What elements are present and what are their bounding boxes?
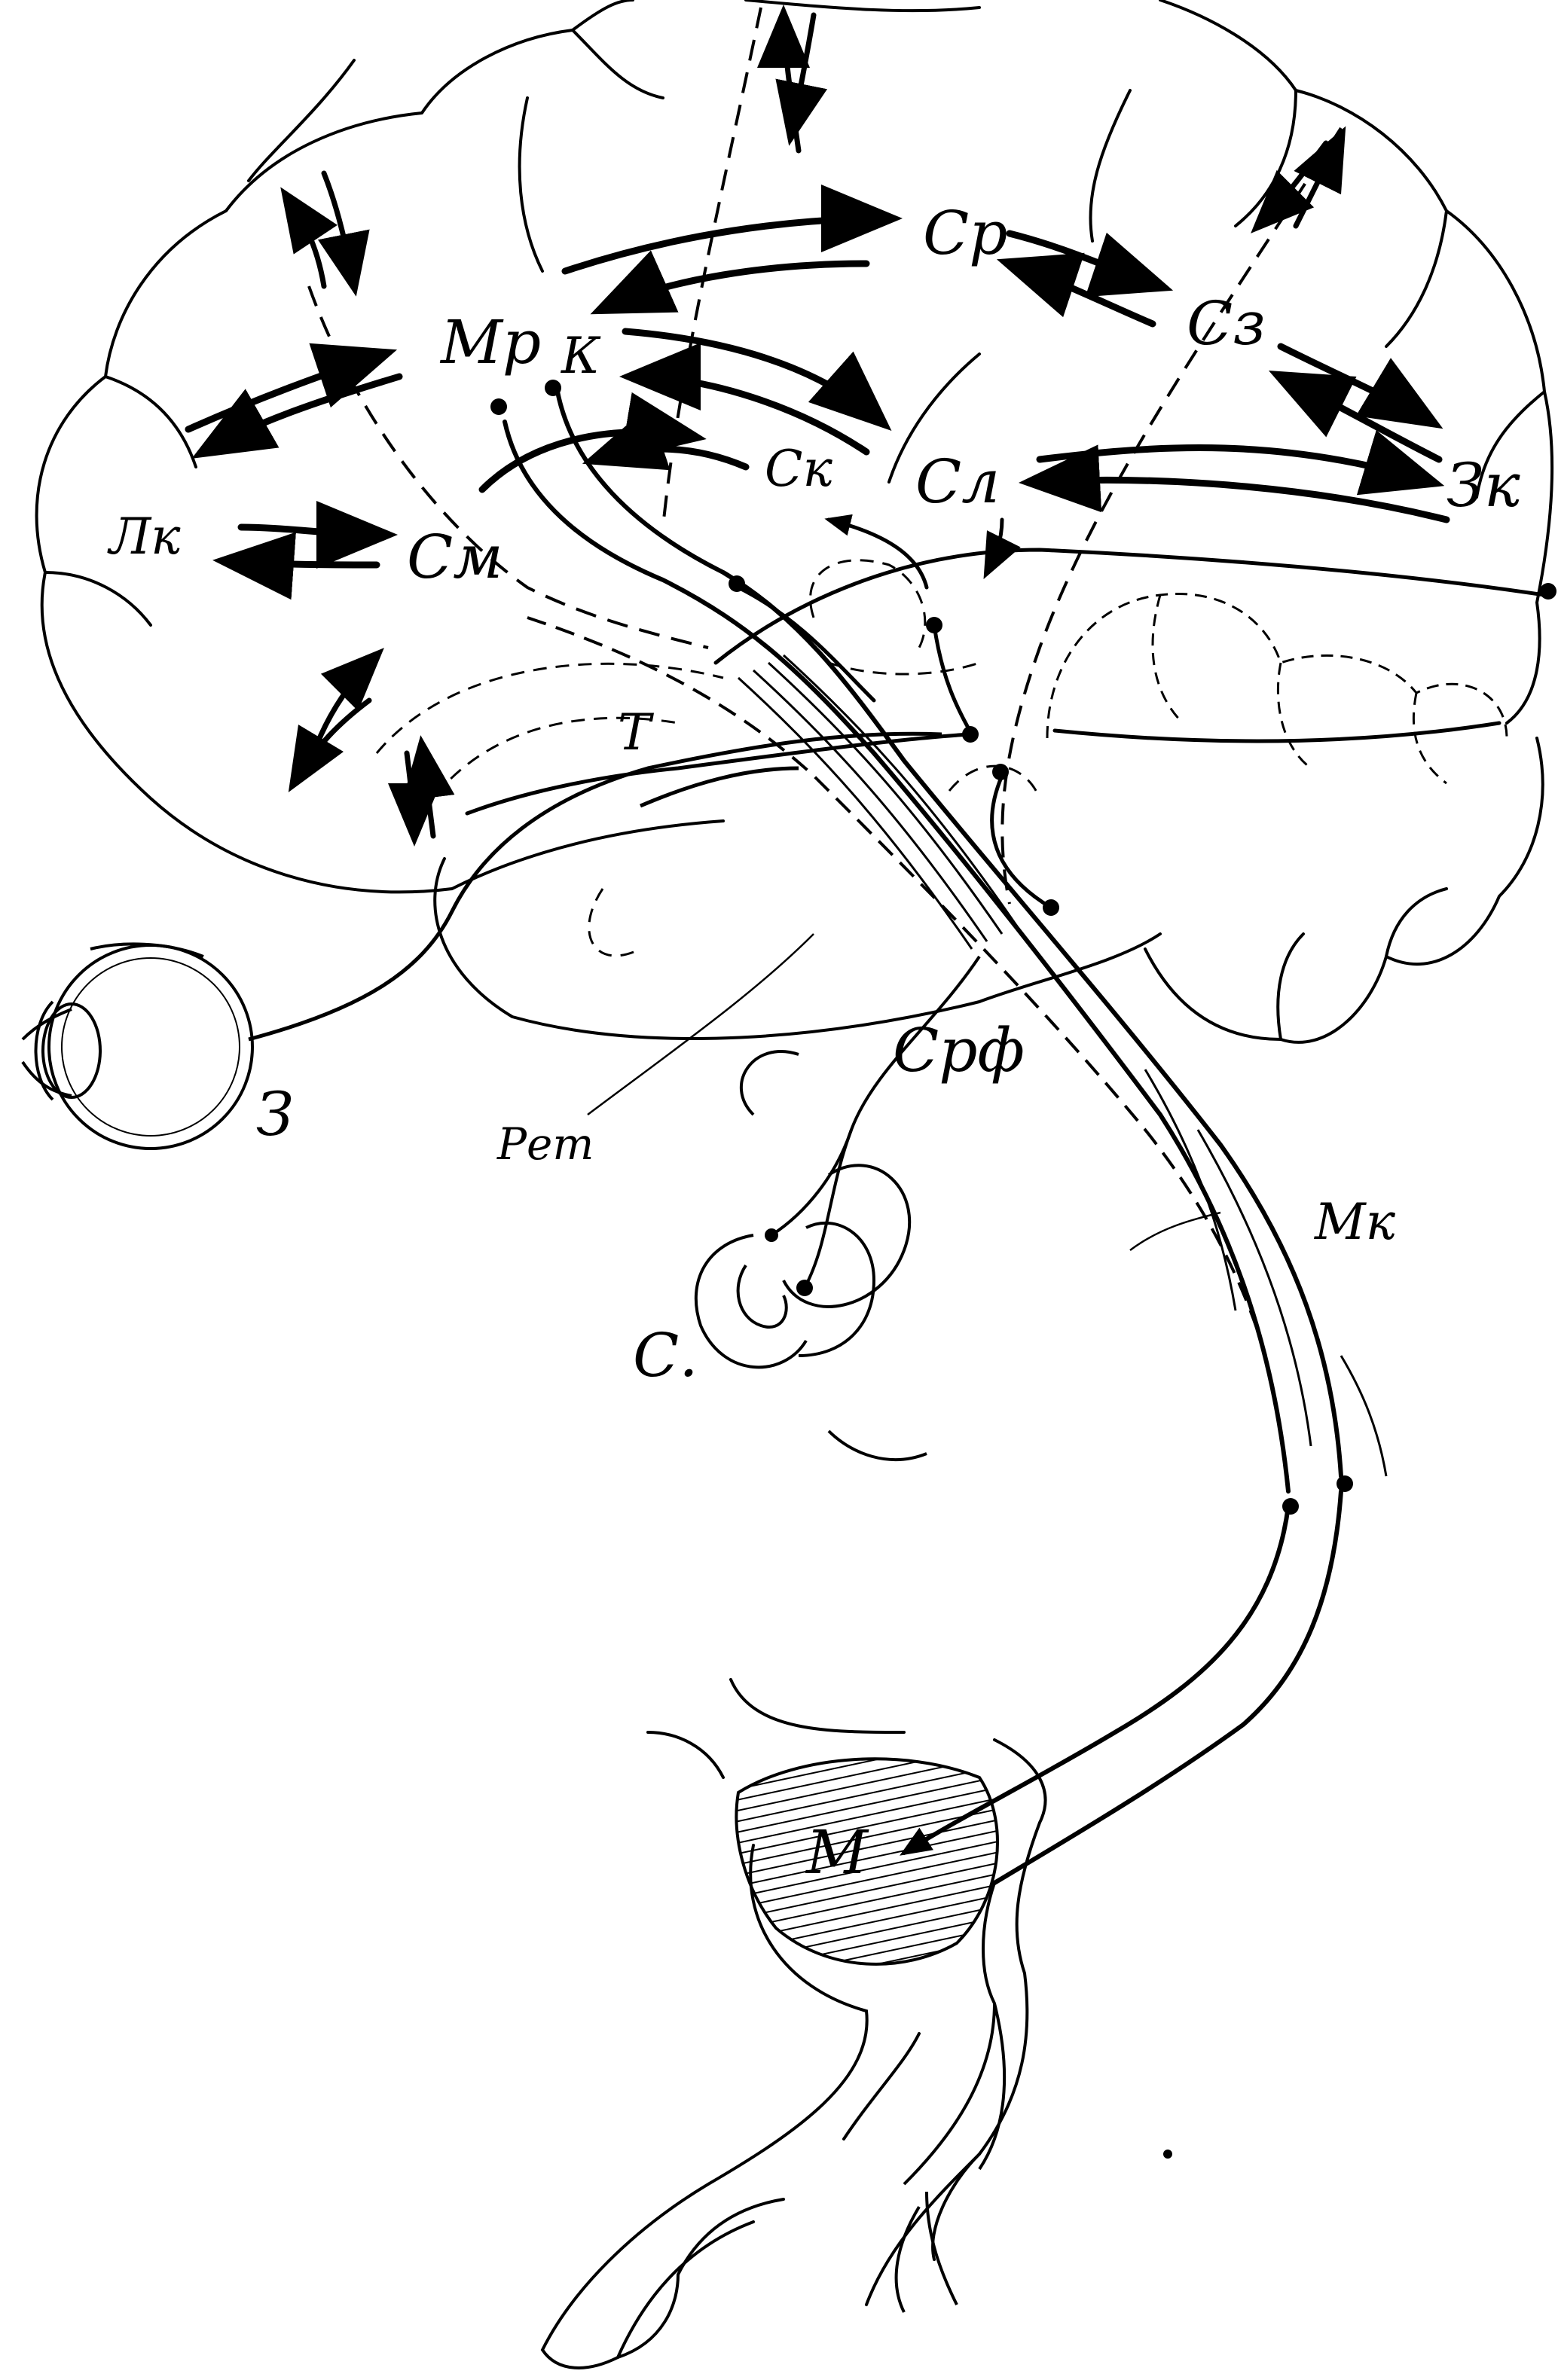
cerebellum (1144, 737, 1544, 1044)
ret-leader (587, 933, 1221, 1252)
label-sm: См (407, 522, 503, 592)
stray-dot (1163, 2150, 1172, 2159)
label-mr: Мр (441, 307, 542, 377)
label-m: М (806, 1817, 868, 1887)
label-sl: Сл (915, 447, 1000, 517)
arm-and-hand (540, 1678, 1047, 2369)
tract-bundle-dashed (527, 616, 1267, 1356)
label-sr: Ср (923, 198, 1008, 268)
subcortical-structures (375, 559, 1041, 957)
cortex-outline (35, 0, 1553, 1040)
descending-tracts (503, 389, 1343, 1494)
label-mk: Мк (1315, 1193, 1395, 1251)
spinal-tract-outline (1144, 1069, 1388, 1477)
label-ret: Рет (497, 1118, 594, 1170)
label-lk: Лк (109, 508, 181, 566)
label-srf: Срф (893, 1015, 1025, 1085)
cerebellum-folia (1046, 593, 1508, 785)
cortical-arrows (185, 185, 1450, 600)
label-sz: Сз (1187, 288, 1266, 359)
brainstem-connections (465, 514, 1547, 910)
label-z: З (256, 1079, 294, 1149)
vertical-arrows (280, 5, 1346, 847)
tract-bundle-lines (737, 654, 1019, 950)
ear-nerve (770, 955, 981, 1289)
muscle (735, 1757, 999, 1966)
label-sk: Ск (765, 440, 832, 498)
label-k: К (561, 327, 600, 385)
hand-nerves (894, 1882, 1007, 2313)
eye (21, 942, 254, 1150)
label-t: Т (618, 703, 652, 761)
label-zk: Зк (1446, 450, 1520, 520)
optic-pathway (248, 731, 942, 1042)
ear (694, 1050, 927, 1461)
label-s: С. (633, 1320, 698, 1390)
